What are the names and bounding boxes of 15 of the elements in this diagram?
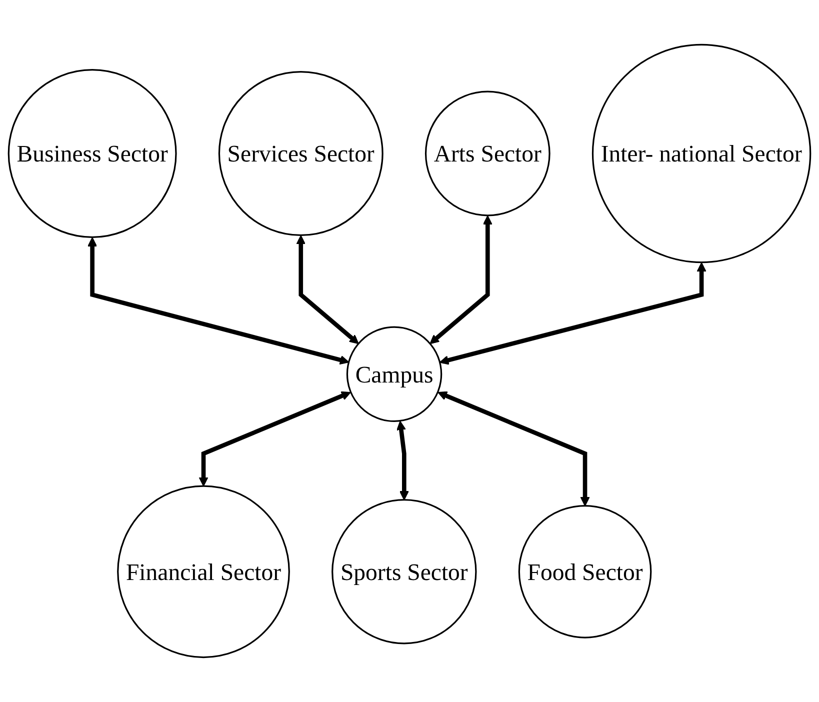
arrow: [439, 262, 706, 365]
arrow: [198, 391, 351, 486]
node-circle: Food Sector: [518, 505, 652, 638]
node-circle: Sports Sector: [332, 499, 477, 644]
node-circle: Services Sector: [218, 71, 384, 236]
node-circle: Inter- national Sector: [592, 44, 812, 264]
node-circle: Business Sector: [8, 69, 177, 238]
arrow: [296, 235, 359, 344]
arrow: [396, 420, 409, 500]
node-circle: Arts Sector: [424, 90, 550, 216]
node-circle: Campus: [346, 326, 442, 422]
node-circle: Financial Sector: [117, 485, 290, 658]
arrow: [430, 215, 492, 344]
arrow: [88, 237, 350, 365]
arrow: [438, 391, 590, 506]
